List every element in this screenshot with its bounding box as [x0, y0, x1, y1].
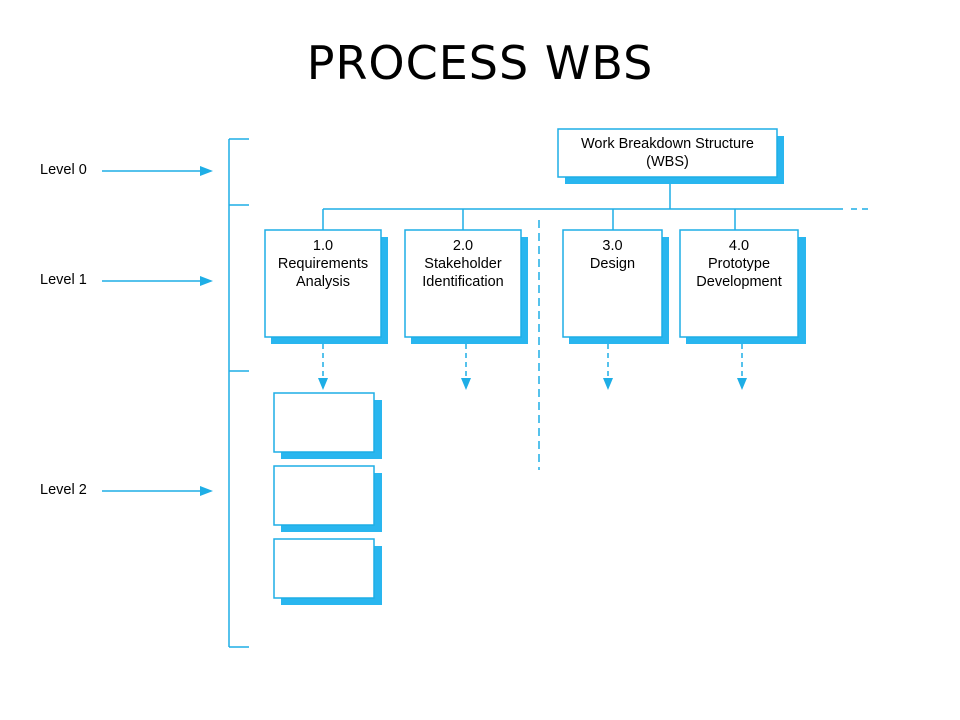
- node-1-down-arrow: [318, 344, 328, 390]
- node-1-box: [264, 229, 388, 344]
- node-1-text: 1.0 Requirements Analysis: [265, 237, 381, 291]
- node-3-down-arrow: [603, 344, 613, 390]
- node-4-line2: Development: [696, 274, 782, 290]
- node-2-line1: Stakeholder: [424, 256, 502, 272]
- level-2-box: [273, 538, 382, 605]
- node-2-text: 2.0 Stakeholder Identification: [405, 237, 521, 291]
- level-2-box: [273, 465, 382, 532]
- node-2-line2: Identification: [422, 274, 504, 290]
- root-node-line2: (WBS): [646, 154, 689, 170]
- level-1-connectors: [322, 178, 870, 230]
- node-4-down-arrow: [737, 344, 747, 390]
- level-0-arrow: [102, 166, 213, 176]
- node-3-line1: Design: [589, 256, 636, 272]
- node-4-box: [679, 229, 806, 344]
- node-2-box: [404, 229, 528, 344]
- level-0-label: Level 0: [40, 162, 87, 178]
- root-node-line1: Work Breakdown Structure: [581, 136, 754, 152]
- level-1-label: Level 1: [40, 272, 87, 288]
- node-1-number: 1.0: [312, 238, 334, 254]
- level-2-box: [273, 392, 382, 459]
- level-2-label: Level 2: [40, 482, 87, 498]
- slide-title: PROCESS WBS: [306, 36, 654, 90]
- node-2-down-arrow: [461, 344, 471, 390]
- node-3-text: 3.0 Design: [563, 237, 662, 273]
- node-2-number: 2.0: [452, 238, 474, 254]
- node-3-number: 3.0: [602, 238, 623, 254]
- level-2-arrow: [102, 486, 213, 496]
- root-node-text: Work Breakdown Structure (WBS): [558, 135, 777, 171]
- level-1-arrow: [102, 276, 213, 286]
- node-1-line1: Requirements: [277, 256, 369, 272]
- level-bracket: [228, 138, 249, 648]
- node-1-line2: Analysis: [296, 274, 350, 290]
- node-3-box: [562, 229, 669, 344]
- node-4-number: 4.0: [728, 238, 750, 254]
- root-node: [557, 128, 784, 184]
- node-4-line1: Prototype: [707, 256, 771, 272]
- node-4-text: 4.0 Prototype Development: [680, 237, 798, 291]
